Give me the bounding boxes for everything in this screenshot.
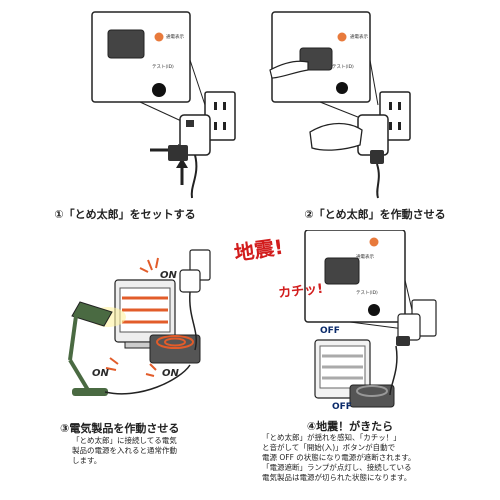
step3-caption: ③電気製品を作動させる [60, 422, 180, 435]
earthquake-illustration [304, 229, 437, 408]
off-label-hotplate: OFF [332, 402, 352, 412]
hotplate-off-icon [349, 384, 395, 408]
main-button-icon [324, 257, 360, 285]
main-button-icon [107, 29, 145, 59]
finger-icon [269, 60, 309, 79]
on-label-hotplate: ON [162, 368, 179, 379]
device-icon [179, 269, 201, 293]
on-label-heater: ON [160, 270, 177, 281]
test-label: テスト(ID) [356, 291, 378, 296]
device-icon [357, 114, 389, 156]
panel-setup: 通電表示 テスト(ID) ①「とめ太郎」をセットする [0, 0, 250, 230]
indicator-lamp-icon [369, 237, 379, 247]
activate-illustration [269, 11, 411, 199]
test-button-icon [152, 83, 166, 97]
plug-icon [396, 336, 410, 346]
step4-note: 「とめ太郎」が揺れを感知、「カチッ！」 と音がして「開始(入)」ボタンが自動で … [262, 433, 416, 482]
off-label-heater: OFF [320, 326, 340, 336]
desk-lamp-icon [68, 301, 126, 396]
test-button-icon [368, 304, 380, 316]
indicator-label: 通電表示 [350, 35, 368, 40]
setup-illustration [91, 11, 236, 199]
on-label-lamp: ON [92, 368, 109, 379]
step2-caption: ②「とめ太郎」を作動させる [304, 208, 446, 221]
step3-note: 「とめ太郎」に接続してる電気 製品の電源を入れると通常作動 します。 [72, 436, 177, 465]
panel-earthquake: 地震! カチッ! 通電表示 テスト(ID) OFF OFF ④地震！がきたら 「… [233, 229, 500, 500]
heater-icon [114, 279, 176, 349]
test-button-icon [336, 82, 348, 94]
indicator-label: 通電表示 [356, 255, 374, 260]
hotplate-icon [149, 334, 201, 364]
plug-icon [168, 145, 188, 161]
indicator-lamp-icon [337, 32, 347, 42]
panel-operate: ON ON ON ③電気製品を作動させる 「とめ太郎」に接続してる電気 製品の電… [0, 230, 250, 500]
indicator-label: 通電表示 [166, 35, 184, 40]
step1-caption: ①「とめ太郎」をセットする [54, 208, 196, 221]
indicator-lamp-icon [154, 32, 164, 42]
plug-icon [370, 150, 384, 164]
test-label: テスト(ID) [332, 65, 354, 70]
operate-illustration [68, 249, 211, 396]
spark-icon [139, 257, 159, 273]
step4-caption: ④地震！がきたら [306, 420, 394, 433]
panel-activate: 通電表示 テスト(ID) ②「とめ太郎」を作動させる [250, 0, 500, 230]
spark-icon [145, 363, 157, 377]
test-label: テスト(ID) [152, 65, 174, 70]
hand-icon [309, 122, 363, 151]
spark-icon [105, 357, 119, 371]
heater-off-icon [314, 339, 371, 399]
